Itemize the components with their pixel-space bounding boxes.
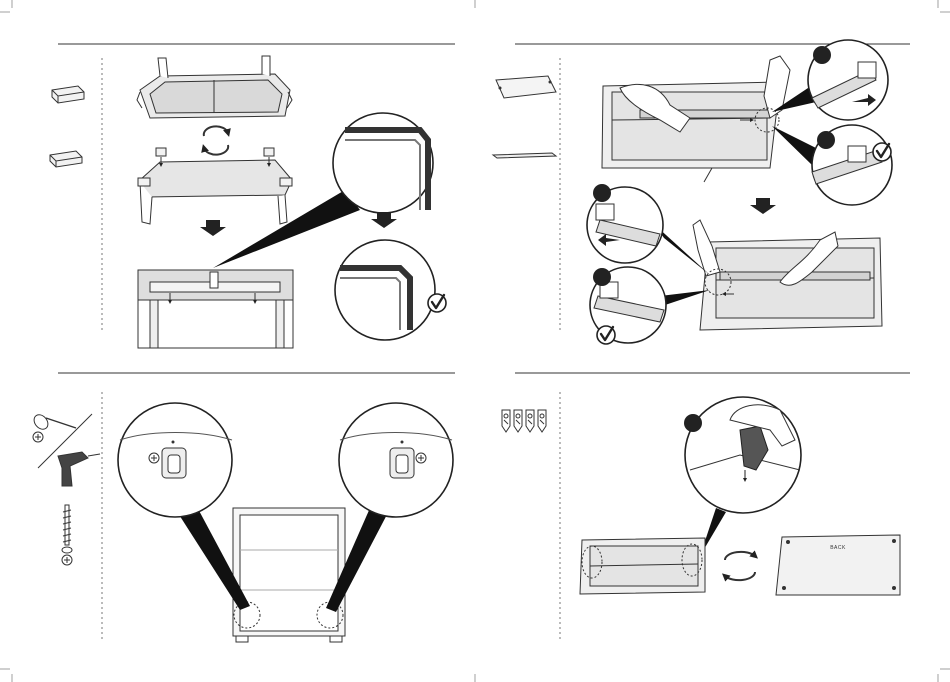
callout-pointer bbox=[213, 190, 360, 268]
panel-back-view: BACK bbox=[776, 535, 900, 595]
detail-badge bbox=[813, 46, 831, 64]
check-mark-icon bbox=[597, 326, 615, 344]
callout-zoom-a bbox=[808, 40, 888, 120]
foot-pad-icon bbox=[50, 151, 82, 167]
detail-badge bbox=[817, 131, 835, 149]
rotate-arrows-icon bbox=[725, 552, 755, 580]
detail-badge bbox=[593, 268, 611, 286]
back-panel-label: BACK bbox=[830, 545, 846, 551]
step-top-left bbox=[50, 56, 446, 348]
check-mark-icon bbox=[873, 143, 891, 161]
panel-underside-view bbox=[580, 538, 705, 594]
rotate-arrows-icon bbox=[204, 126, 228, 154]
panel-icon bbox=[496, 76, 556, 98]
callout-zoom-d bbox=[590, 267, 666, 344]
callout-zoom-b bbox=[812, 125, 892, 205]
detail-badge bbox=[593, 184, 611, 202]
check-mark-icon bbox=[428, 294, 446, 312]
down-arrow-icon bbox=[200, 220, 226, 236]
leader-line bbox=[704, 168, 712, 182]
frame-front-view bbox=[233, 508, 345, 642]
callout-zoom-right bbox=[339, 403, 453, 517]
screw-icon bbox=[62, 505, 72, 565]
frame-detail-view bbox=[138, 270, 293, 348]
down-arrow-icon bbox=[371, 212, 397, 228]
frame-upside-down bbox=[137, 56, 292, 118]
step-bottom-left bbox=[31, 403, 453, 642]
callout-bracket bbox=[684, 397, 801, 513]
panel-insert-view bbox=[602, 56, 790, 168]
hook-bracket-icon bbox=[502, 410, 546, 432]
step-top-right bbox=[493, 40, 892, 344]
callout-zoom-left bbox=[118, 403, 232, 517]
callout-zoom-c bbox=[587, 184, 663, 263]
screwdriver-icon bbox=[31, 412, 76, 442]
foot-pad-icon bbox=[52, 86, 84, 103]
panel-lock-view bbox=[693, 220, 882, 330]
detail-badge bbox=[684, 414, 702, 432]
power-drill-icon bbox=[58, 452, 100, 486]
frame-with-pads bbox=[138, 148, 292, 224]
callout-zoom-2 bbox=[335, 240, 446, 340]
callout-zoom-1 bbox=[333, 113, 433, 213]
step-bottom-right: BACK bbox=[502, 397, 900, 595]
rail-icon bbox=[493, 153, 556, 158]
down-arrow-icon bbox=[750, 198, 776, 214]
